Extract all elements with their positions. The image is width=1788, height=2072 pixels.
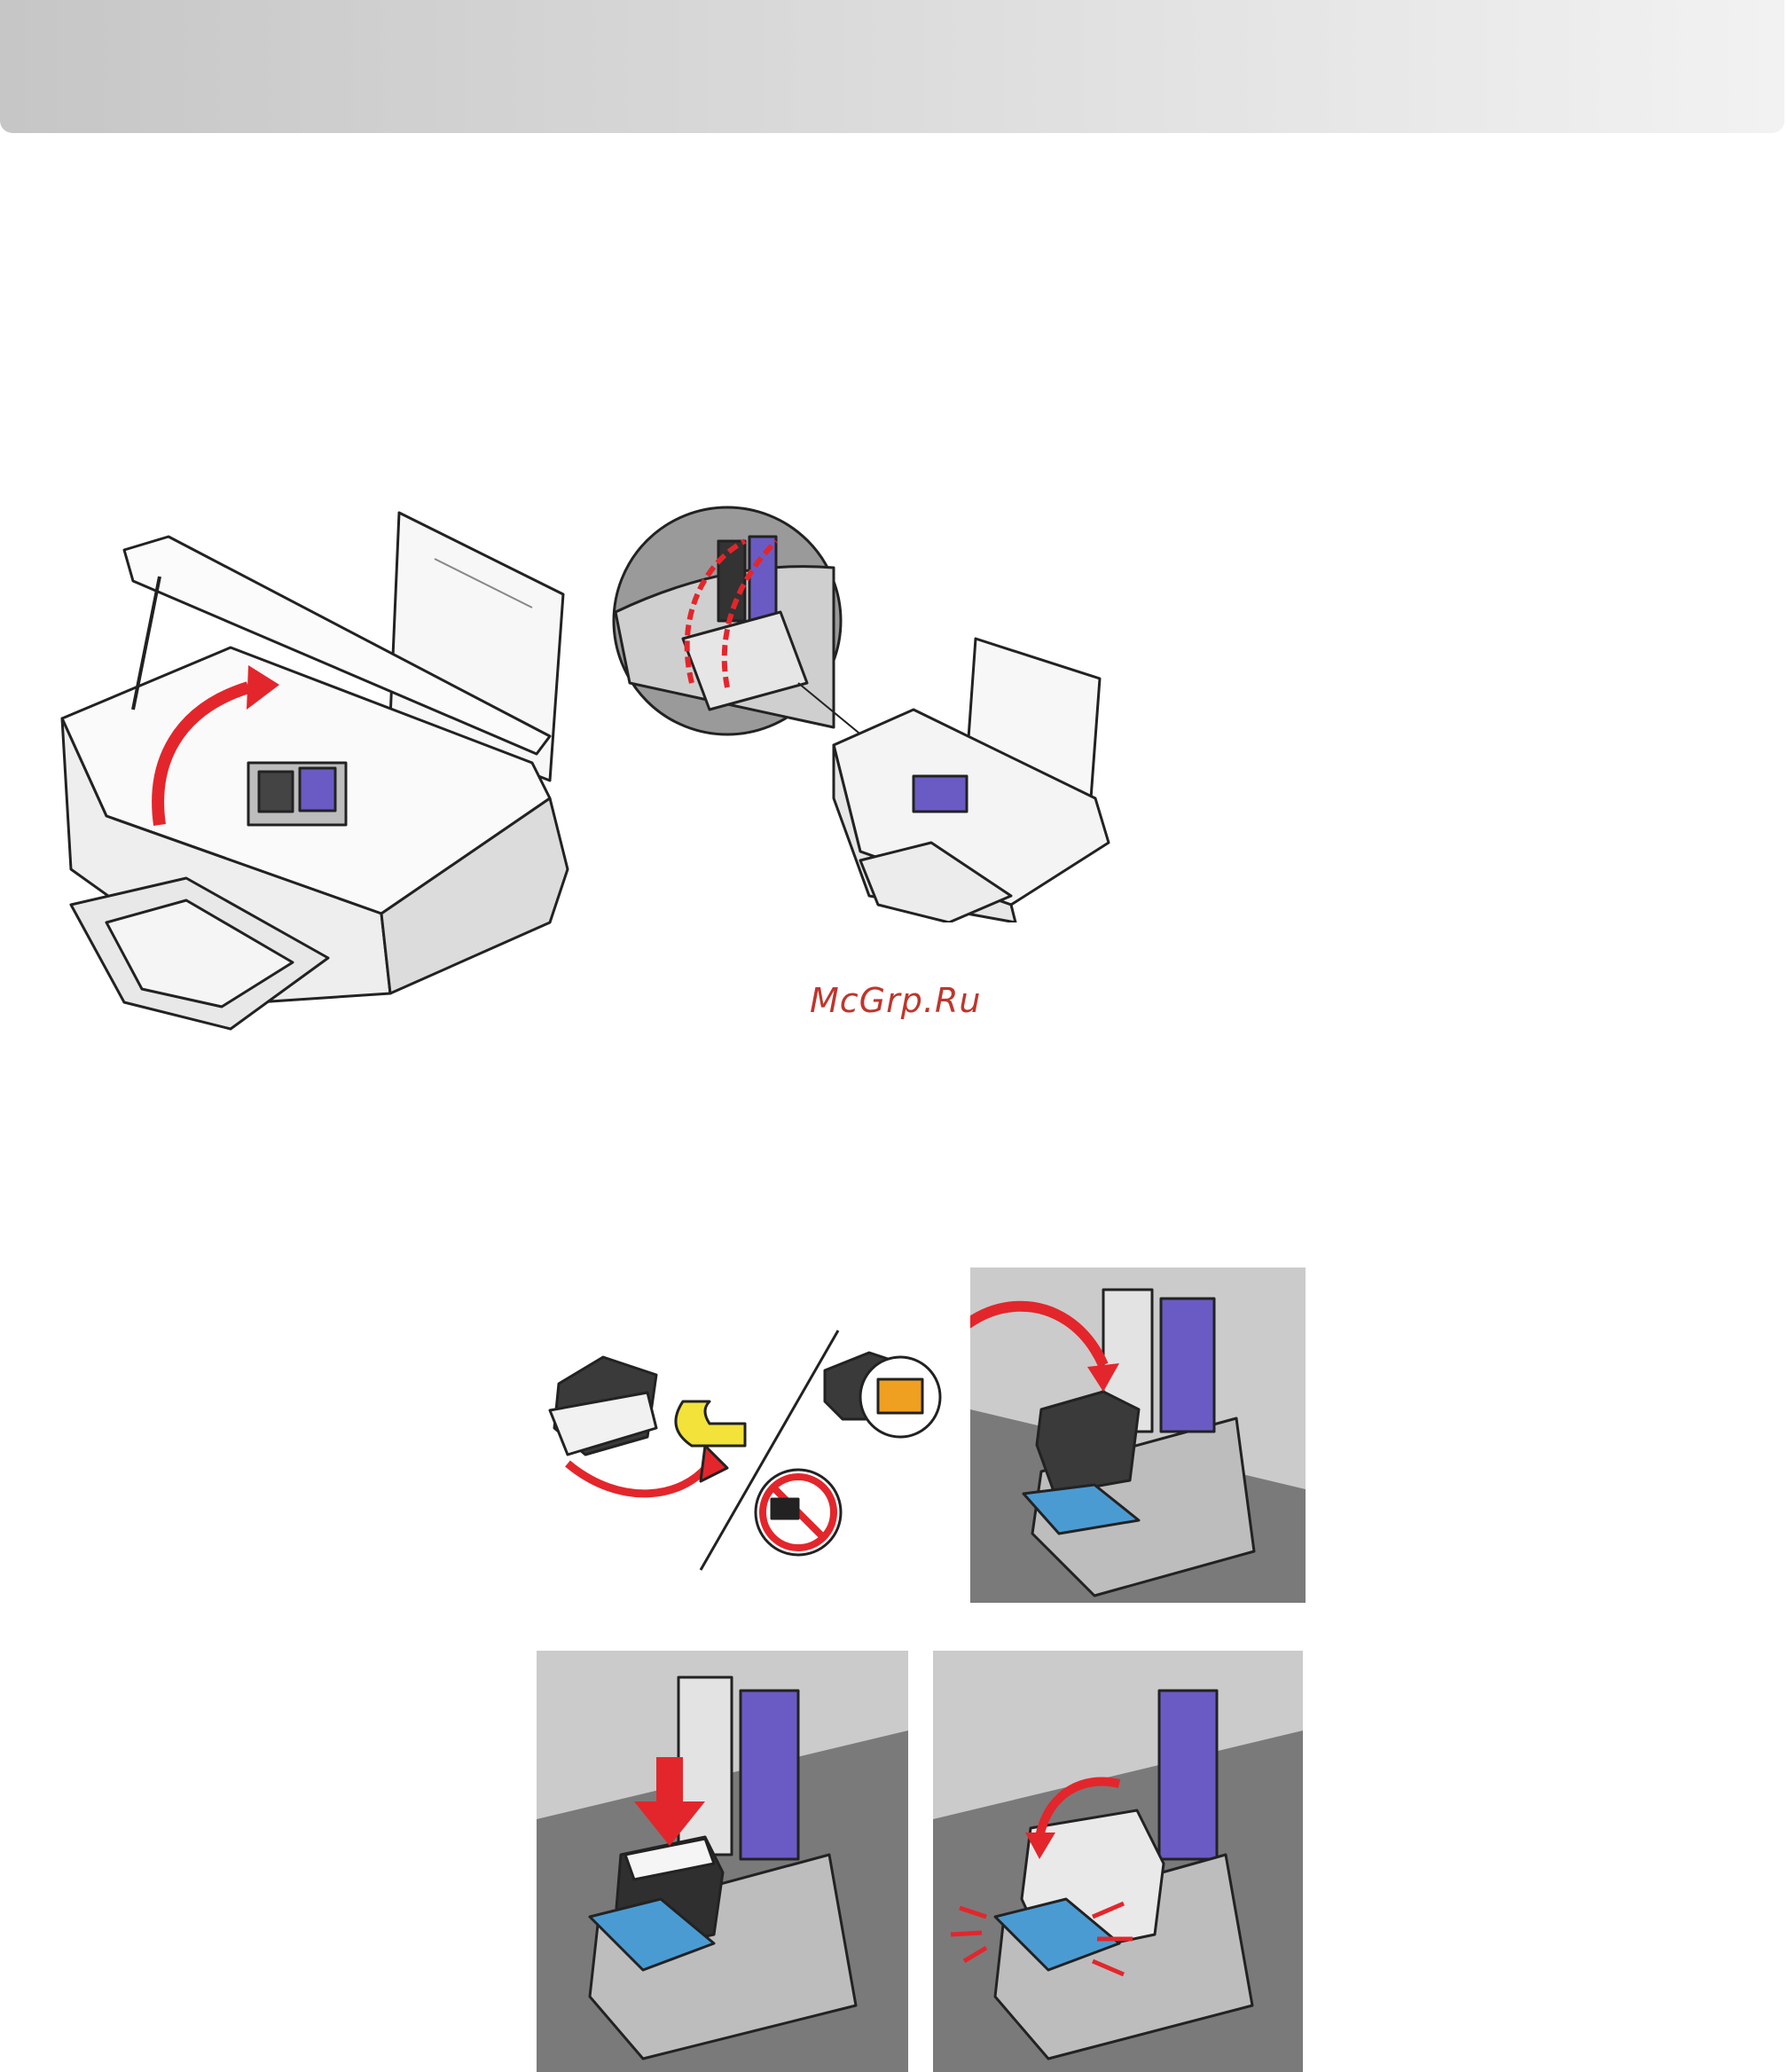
press-cartridge-panel bbox=[537, 1651, 908, 2072]
cartridge-contacts-icon bbox=[825, 1353, 940, 1437]
cartridge-carrier-icon bbox=[248, 763, 346, 825]
cartridge-icon bbox=[550, 1357, 656, 1455]
page-header-bar bbox=[0, 0, 1784, 133]
printer-small-icon bbox=[834, 639, 1109, 922]
carrier-icon bbox=[995, 1691, 1252, 2059]
no-touch-contacts-icon bbox=[756, 1470, 841, 1555]
carrier-callout-illustration bbox=[594, 506, 1126, 922]
close-lid-panel bbox=[933, 1651, 1303, 2072]
remove-tape-illustration bbox=[532, 1322, 958, 1579]
curved-arrow-icon bbox=[970, 1307, 1103, 1374]
printer-open-illustration bbox=[53, 497, 585, 1038]
watermark-text: McGrp.Ru bbox=[810, 978, 1014, 1023]
black-cartridge-icon bbox=[1037, 1392, 1139, 1494]
insert-cartridge-panel bbox=[970, 1268, 1306, 1603]
tape-icon bbox=[676, 1401, 745, 1446]
